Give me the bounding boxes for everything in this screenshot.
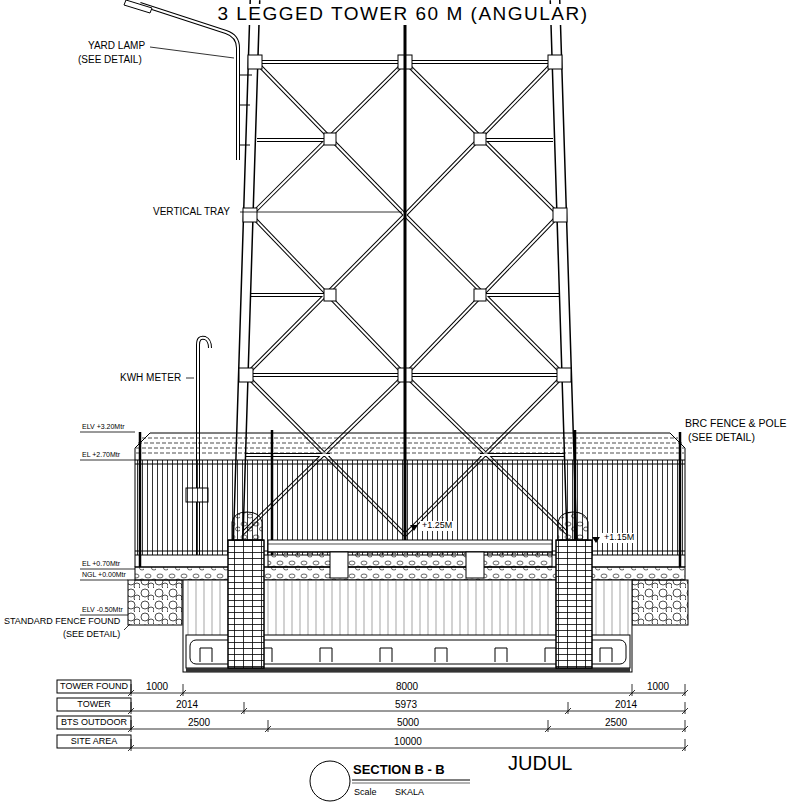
callout-label: (SEE DETAIL) bbox=[78, 54, 142, 65]
dimension-value: 2014 bbox=[615, 699, 637, 710]
table-header: BTS OUTDOOR bbox=[61, 718, 127, 728]
table-header: TOWER bbox=[77, 700, 110, 710]
callout-label: STANDARD FENCE FOUND bbox=[4, 617, 120, 627]
elevation-label: NGL +0.00Mtr bbox=[82, 571, 126, 579]
callout-label: KWH METER bbox=[120, 372, 181, 383]
drawing-title: 3 LEGGED TOWER 60 M (ANGULAR) bbox=[215, 4, 590, 25]
elevation-label: ELV -0.50Mtr bbox=[82, 606, 123, 614]
scale-label: Scale bbox=[354, 788, 377, 798]
dimension-value: 5000 bbox=[397, 717, 419, 728]
scale-label: SKALA bbox=[395, 788, 424, 798]
level-mark: +1.15M bbox=[602, 533, 636, 543]
dimension-value: 8000 bbox=[396, 681, 418, 692]
dimension-value: 2500 bbox=[188, 717, 210, 728]
dimension-value: 2014 bbox=[176, 699, 198, 710]
dimension-value: 1000 bbox=[647, 681, 669, 692]
elevation-label: EL +2.70Mtr bbox=[82, 451, 120, 459]
section-caption: SECTION B - B bbox=[353, 763, 445, 777]
callout-label: VERTICAL TRAY bbox=[153, 206, 230, 217]
dimension-value: 5973 bbox=[395, 699, 417, 710]
sheet-title: JUDUL bbox=[508, 752, 572, 774]
dimension-value: 2500 bbox=[605, 717, 627, 728]
callout-label: YARD LAMP bbox=[88, 40, 145, 51]
table-header: TOWER FOUND bbox=[60, 682, 128, 692]
callout-label: (SEE DETAIL) bbox=[63, 630, 120, 640]
level-mark: +1.25M bbox=[420, 521, 454, 531]
dimension-value: 1000 bbox=[146, 681, 168, 692]
dimension-value: 10000 bbox=[394, 736, 422, 747]
callout-label: BRC FENCE & POLE bbox=[683, 418, 789, 430]
elevation-label: EL +0.70Mtr bbox=[82, 560, 120, 568]
callout-label: (SEE DETAIL) bbox=[686, 432, 757, 444]
elevation-label: ELV +3.20Mtr bbox=[82, 423, 124, 431]
table-header: SITE AREA bbox=[71, 737, 118, 747]
